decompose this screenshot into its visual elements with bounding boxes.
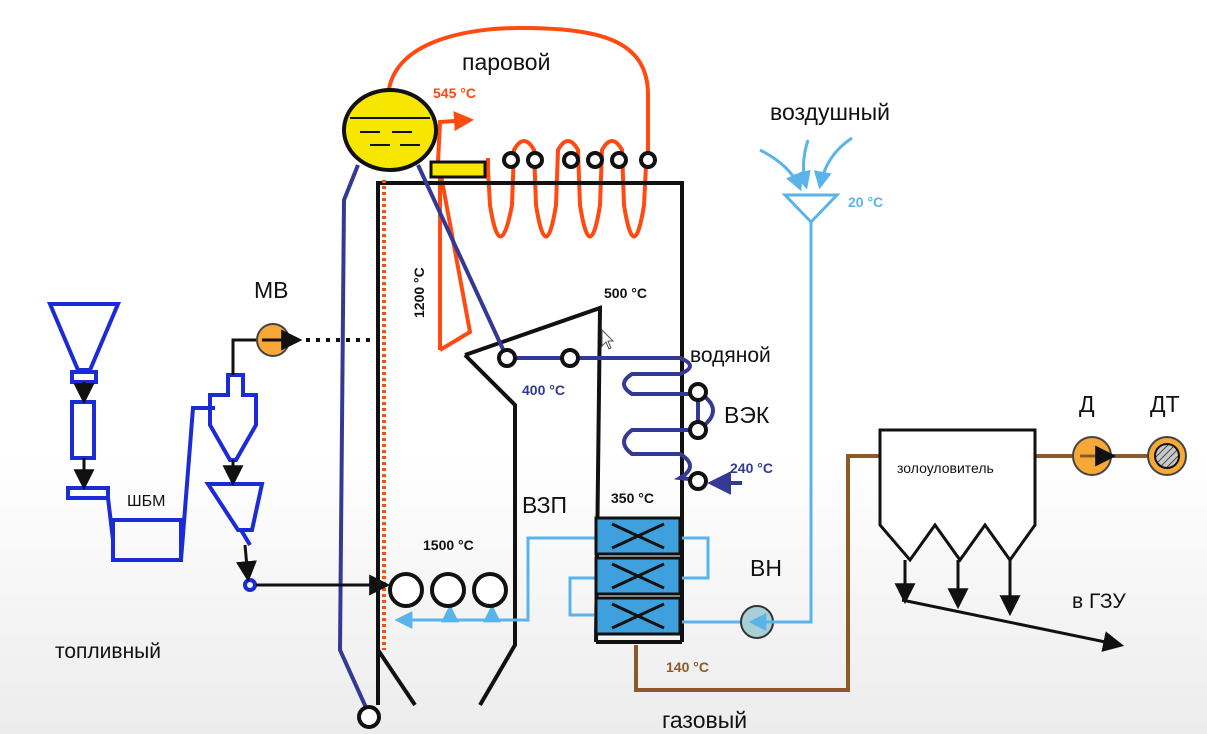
label-gas: газовый: [662, 707, 747, 733]
label-mv: МВ: [254, 277, 289, 303]
label-vzp: ВЗП: [522, 492, 567, 518]
separator-plate: [429, 160, 487, 179]
air-heater: [594, 516, 682, 636]
fuel-links: [73, 329, 391, 596]
furnace-left-wall: [376, 181, 684, 705]
air-inlet-arrow-3: [813, 136, 853, 190]
temp-after-superheater: 500 °C: [604, 285, 647, 301]
steam-outlet-arrow: [436, 111, 474, 163]
temp-water-in: 240 °C: [730, 460, 773, 476]
label-air: воздушный: [770, 99, 890, 125]
temp-air-in: 20 °C: [848, 194, 883, 210]
economizer-coil: [570, 356, 700, 482]
air-inlet-arrow-1: [759, 148, 803, 192]
steam-outlet-pipe: [386, 25, 650, 158]
label-steam: паровой: [462, 49, 550, 75]
air-intake-hopper: [781, 193, 841, 225]
label-shbm: ШБМ: [127, 493, 166, 510]
coal-mill: [111, 518, 183, 562]
temp-economizer-out: 400 °C: [522, 382, 565, 398]
hot-air-duct: [394, 536, 596, 629]
mill-exhaust: [179, 406, 215, 561]
burners: [388, 572, 508, 608]
superheater-headers: [502, 151, 657, 169]
steam-path: [386, 25, 650, 352]
air-heater-loop-right: [682, 536, 710, 580]
label-vn: ВН: [750, 555, 782, 581]
steam-hook: [438, 169, 473, 352]
furnace-right-lower-wall: [463, 353, 517, 707]
label-fuel: топливный: [55, 640, 161, 663]
bottom-header: [357, 705, 381, 729]
temp-furnace-core: 1500 °C: [423, 537, 474, 553]
furnace-structure: [376, 181, 684, 707]
water-path: [337, 164, 742, 713]
label-vek: ВЭК: [724, 402, 770, 428]
dust-bunker: [204, 482, 265, 532]
label-to-gzu: в ГЗУ: [1072, 590, 1126, 613]
air-heater-loop-left: [568, 576, 596, 617]
water-nodes: [497, 348, 708, 491]
temp-before-air-heater: 350 °C: [611, 490, 654, 506]
superheater-coil: [486, 139, 648, 239]
label-water: водяной: [690, 344, 771, 367]
mouse-pointer: [601, 328, 615, 350]
flue-gas-duct: [634, 454, 880, 692]
air-inlet-arrow-2: [793, 139, 811, 190]
ash-collector: [878, 428, 1125, 652]
air-duct-down: [770, 222, 813, 624]
raw-coal-bunker: [46, 302, 122, 372]
temp-furnace-wall: 1200 °C: [411, 267, 427, 318]
downcomer: [337, 164, 370, 713]
chimney: [1147, 436, 1187, 476]
air-path: [394, 136, 853, 629]
label-d: Д: [1079, 391, 1095, 417]
riser-to-drum: [416, 164, 509, 359]
temp-steam-out: 545 °C: [433, 85, 476, 101]
fuel-path: [46, 302, 265, 592]
label-ash-collector: золоуловитель: [897, 460, 994, 476]
temp-flue-gas-out: 140 °C: [666, 659, 709, 675]
cyclone: [208, 373, 258, 462]
label-dt: ДТ: [1150, 391, 1180, 417]
drum: [342, 88, 438, 172]
